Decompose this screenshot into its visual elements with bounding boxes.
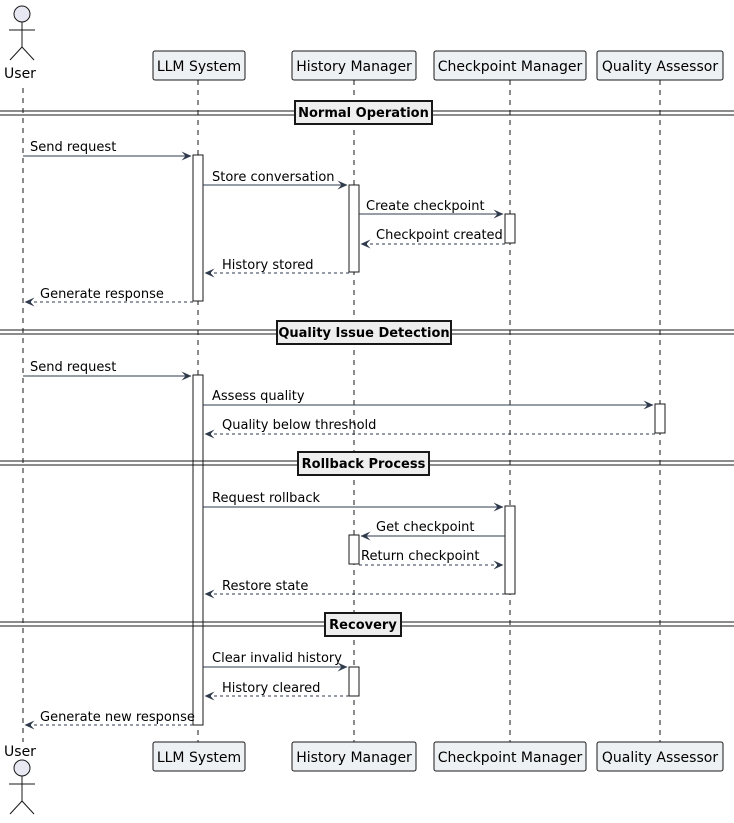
message-label: Send request: [30, 140, 116, 155]
message-label: Quality below threshold: [222, 418, 376, 433]
separator-label: Normal Operation: [298, 106, 429, 121]
actor-label: User: [4, 66, 36, 82]
actor-icon: [13, 759, 31, 777]
participant-label: Quality Assessor: [602, 750, 718, 766]
message-generate-new-response: Generate new response: [24, 710, 195, 730]
message-assess-quality: Assess quality: [203, 389, 654, 410]
activations: [192, 154, 666, 726]
message-quality-below-threshold: Quality below threshold: [204, 418, 655, 439]
participant-checkpoint-bottom: Checkpoint Manager: [433, 741, 587, 772]
activation-history-2: [348, 534, 360, 565]
separator-label: Rollback Process: [302, 457, 426, 472]
activation-checkpoint-1: [504, 213, 516, 244]
participant-llm-bottom: LLM System: [152, 741, 246, 772]
messages: Send request Store conversation Create c…: [23, 140, 655, 730]
activation-llm-2: [192, 374, 204, 726]
activation-quality-1: [654, 403, 666, 434]
separator-label: Quality Issue Detection: [278, 326, 449, 341]
activation-llm-1: [192, 154, 204, 302]
separator-box: [324, 612, 402, 637]
actor-icon: [13, 5, 31, 23]
message-label: Clear invalid history: [212, 651, 342, 666]
participant-history-top: History Manager: [291, 50, 417, 81]
message-label: Send request: [30, 360, 116, 375]
participant-label: LLM System: [157, 750, 241, 766]
message-checkpoint-created: Checkpoint created: [360, 228, 505, 249]
participant-quality-bottom: Quality Assessor: [596, 741, 724, 772]
message-send-request-2: Send request: [23, 360, 192, 381]
participant-label: History Manager: [296, 59, 412, 75]
participant-checkpoint-top: Checkpoint Manager: [433, 50, 587, 81]
message-restore-state: Restore state: [204, 579, 505, 599]
separator-recovery: Recovery: [0, 612, 734, 637]
participant-llm-top: LLM System: [152, 50, 246, 81]
participant-history-bottom: History Manager: [291, 741, 417, 772]
message-label: Create checkpoint: [366, 199, 485, 214]
message-request-rollback: Request rollback: [203, 491, 504, 512]
activation-history-3: [348, 666, 360, 697]
actor-label: User: [4, 744, 36, 760]
message-create-checkpoint: Create checkpoint: [359, 199, 504, 219]
message-label: Generate new response: [40, 710, 195, 725]
separator-normal-operation: Normal Operation: [0, 100, 734, 125]
participant-label: Checkpoint Manager: [438, 59, 583, 75]
message-get-checkpoint: Get checkpoint: [360, 520, 505, 541]
message-label: Return checkpoint: [361, 549, 480, 564]
message-history-stored: History stored: [204, 258, 349, 278]
separator-box: [297, 451, 430, 476]
separator-rollback-process: Rollback Process: [0, 451, 734, 476]
participant-label: Checkpoint Manager: [438, 750, 583, 766]
participants-bottom: User LLM System History Manager Checkpoi…: [4, 741, 724, 815]
message-label: Assess quality: [212, 389, 305, 404]
message-label: History stored: [222, 258, 314, 273]
participant-label: Quality Assessor: [602, 59, 718, 75]
participant-label: LLM System: [157, 59, 241, 75]
separator-box: [276, 320, 452, 345]
activation-history-1: [348, 184, 360, 273]
participants-top: User LLM System History Manager Checkpoi…: [4, 5, 724, 82]
participant-quality-top: Quality Assessor: [596, 50, 724, 81]
message-send-request: Send request: [23, 140, 192, 161]
actor-user-bottom: User: [4, 744, 36, 815]
message-label: Store conversation: [212, 170, 335, 185]
actor-user-top: User: [4, 5, 36, 82]
participant-label: History Manager: [296, 750, 412, 766]
message-label: Restore state: [222, 579, 308, 594]
message-generate-response: Generate response: [24, 287, 193, 307]
message-clear-invalid-history: Clear invalid history: [203, 651, 348, 672]
message-return-checkpoint: Return checkpoint: [359, 549, 504, 570]
message-label: Generate response: [40, 287, 164, 302]
message-label: History cleared: [222, 681, 320, 696]
message-label: Checkpoint created: [376, 228, 503, 243]
lifelines: [22, 80, 661, 742]
message-store-conversation: Store conversation: [203, 170, 348, 190]
message-label: Request rollback: [212, 491, 321, 506]
message-history-cleared: History cleared: [204, 681, 349, 701]
activation-checkpoint-2: [504, 505, 516, 595]
message-label: Get checkpoint: [376, 520, 475, 535]
separator-box: [294, 100, 433, 125]
separator-quality-issue-detection: Quality Issue Detection: [0, 320, 734, 345]
separator-label: Recovery: [329, 618, 397, 633]
